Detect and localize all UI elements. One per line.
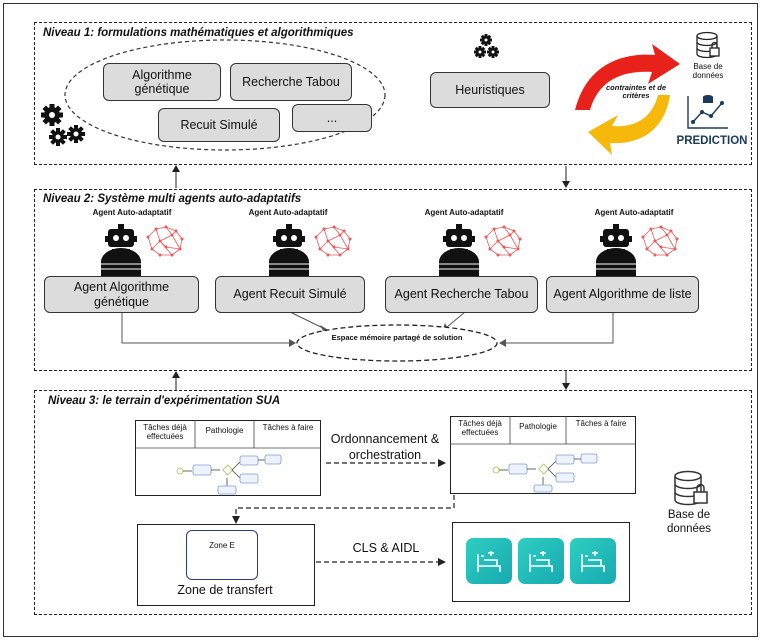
zone-transfert-label: Zone de transfert	[177, 583, 273, 597]
bed-icon-1	[466, 538, 512, 584]
level1-panel	[34, 22, 752, 165]
memory-label: Espace mémoire partagé de solution	[331, 333, 463, 342]
dots-box: ...	[292, 104, 372, 132]
th-left-patho: Pathologie	[205, 426, 244, 435]
agent-tag-2: Agent Auto-adaptatif	[248, 208, 328, 217]
th-right-todo: Tâches à faire	[575, 419, 627, 428]
agent-tag-3: Agent Auto-adaptatif	[424, 208, 504, 217]
agent-box-3: Agent Recherche Tabou	[385, 276, 538, 313]
agent-box-2: Agent Recuit Simulé	[215, 276, 365, 313]
level2-panel	[34, 189, 752, 371]
agent-box-4: Agent Algorithme de liste	[546, 276, 699, 313]
ordonnancement-label: Ordonnancement & orchestration	[330, 432, 440, 462]
recherche-tabou-box: Recherche Tabou	[230, 63, 352, 101]
figure-frame	[3, 3, 758, 637]
database-label-l1: Base de données	[692, 62, 724, 81]
level3-title: Niveau 3: le terrain d'expérimentation S…	[48, 395, 281, 407]
schedule-table-left	[135, 420, 321, 496]
bed-icon-3	[570, 538, 616, 584]
constraints-label: contraintes et de critères	[605, 83, 666, 101]
prediction-label: PREDICTION	[676, 135, 748, 147]
level2-title: Niveau 2: Système multi agents auto-adap…	[43, 193, 302, 205]
zone-e-label: Zone E	[209, 541, 235, 550]
heuristiques-box: Heuristiques	[430, 72, 550, 108]
th-right-done: Tâches déjà effectuées	[458, 419, 502, 437]
cls-aidl-label: CLS & AIDL	[352, 541, 420, 555]
algo-genetique-box: Algorithme génétique	[103, 63, 221, 101]
bed-icon-2	[518, 538, 564, 584]
zone-e-box: Zone E	[186, 530, 258, 580]
level1-title: Niveau 1: formulations mathématiques et …	[43, 27, 354, 39]
agent-tag-1: Agent Auto-adaptatif	[92, 208, 172, 217]
th-right-patho: Pathologie	[519, 422, 557, 431]
th-left-done: Tâches déjà effectuées	[143, 423, 187, 441]
level3-panel	[34, 390, 752, 615]
agent-tag-4: Agent Auto-adaptatif	[594, 208, 674, 217]
database-label-l3: Base de données	[666, 509, 712, 535]
th-left-todo: Tâches à faire	[262, 423, 314, 432]
agent-box-1: Agent Algorithme génétique	[44, 276, 199, 313]
recuit-simule-box: Recuit Simulé	[158, 108, 280, 142]
